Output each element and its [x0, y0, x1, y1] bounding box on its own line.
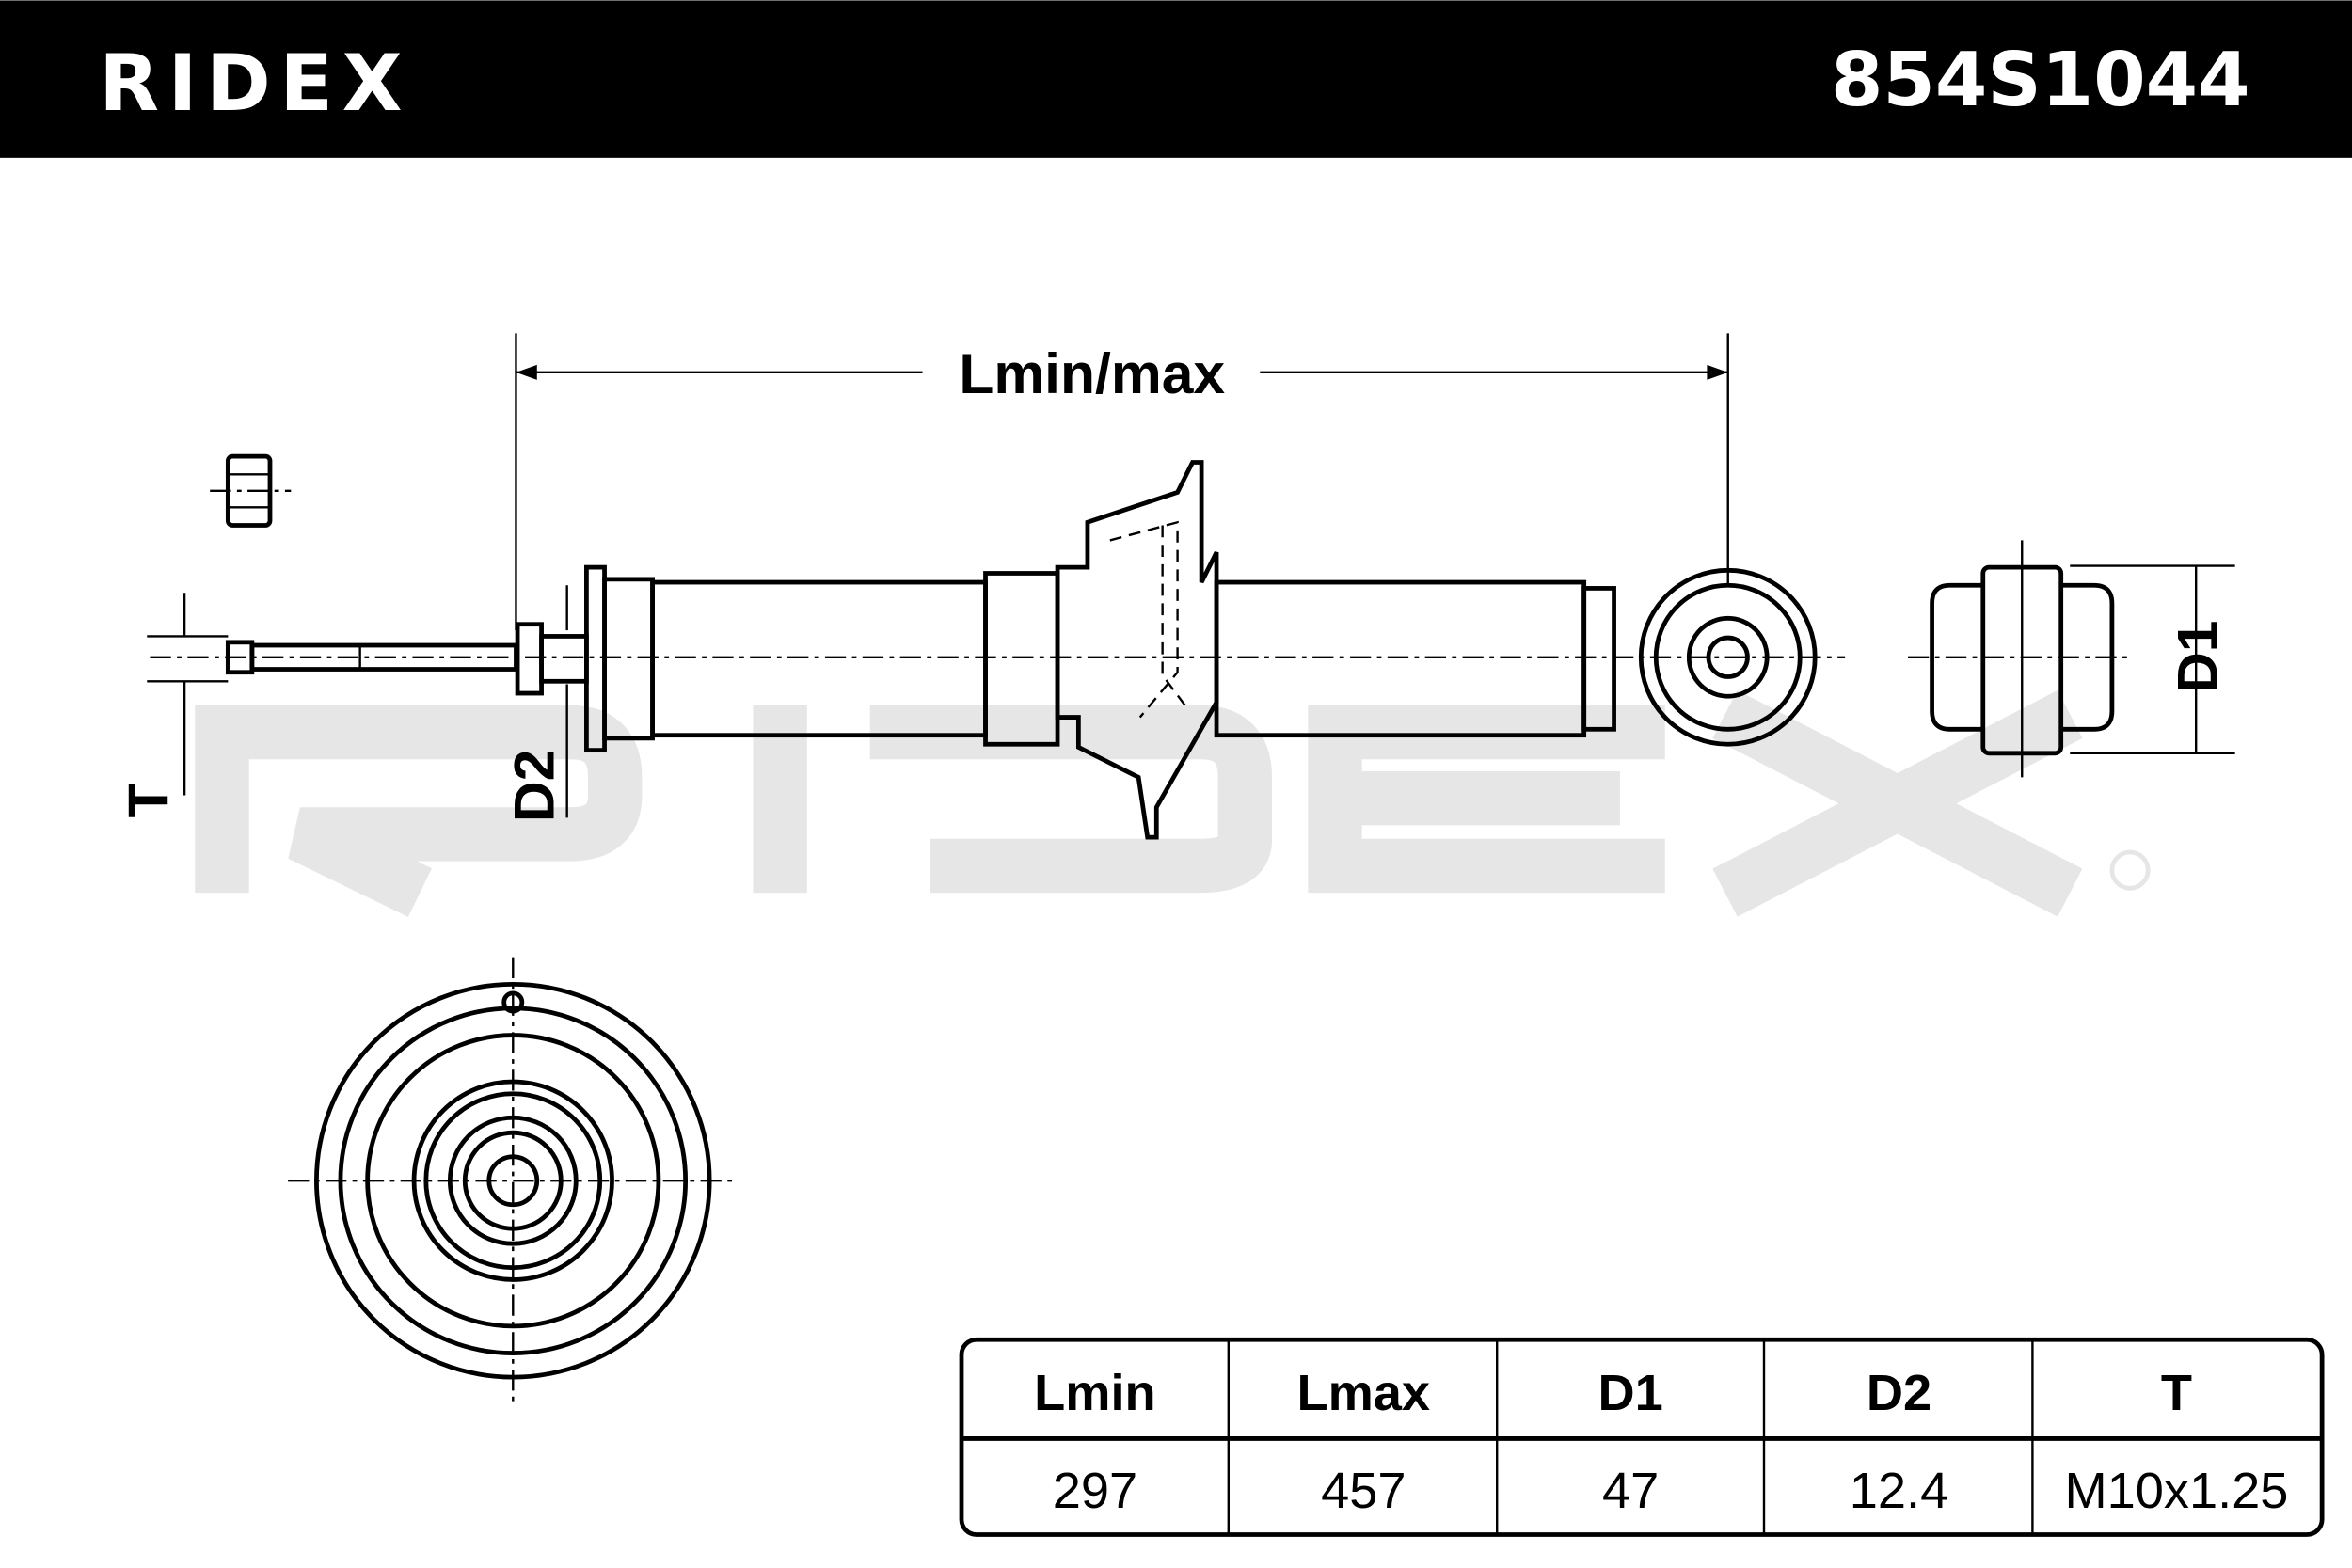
value-t: M10x1.25 — [2064, 1463, 2288, 1519]
d1-label: D1 — [2166, 621, 2230, 693]
value-d2: 12.4 — [1850, 1463, 1948, 1519]
value-lmax: 457 — [1321, 1463, 1406, 1519]
d2-label: D2 — [501, 750, 565, 822]
d2-dimension: D2 — [501, 585, 568, 822]
header-lmin: Lmin — [1034, 1365, 1155, 1421]
t-label: T — [117, 783, 181, 817]
header-d2: D2 — [1867, 1365, 1931, 1421]
value-d1: 47 — [1602, 1463, 1659, 1519]
length-dimension: Lmin/max — [515, 333, 1729, 631]
bushing-side-view: D1 — [1908, 540, 2235, 778]
shock-absorber — [150, 460, 1846, 840]
mount-top-view — [288, 957, 736, 1403]
header-lmax: Lmax — [1297, 1365, 1431, 1421]
part-number: 854S1044 — [1831, 36, 2250, 123]
length-label: Lmin/max — [959, 341, 1225, 405]
header-d1: D1 — [1597, 1365, 1662, 1421]
t-dimension: T — [117, 593, 229, 817]
nut-icon — [210, 453, 292, 528]
value-lmin: 297 — [1053, 1463, 1137, 1519]
header-t: T — [2161, 1365, 2192, 1421]
spec-table: Lmin Lmax D1 D2 T 297 457 47 12.4 M10x1.… — [959, 1337, 2325, 1537]
brand-logo: RIDEX — [99, 38, 411, 129]
header-bar — [0, 0, 2352, 158]
